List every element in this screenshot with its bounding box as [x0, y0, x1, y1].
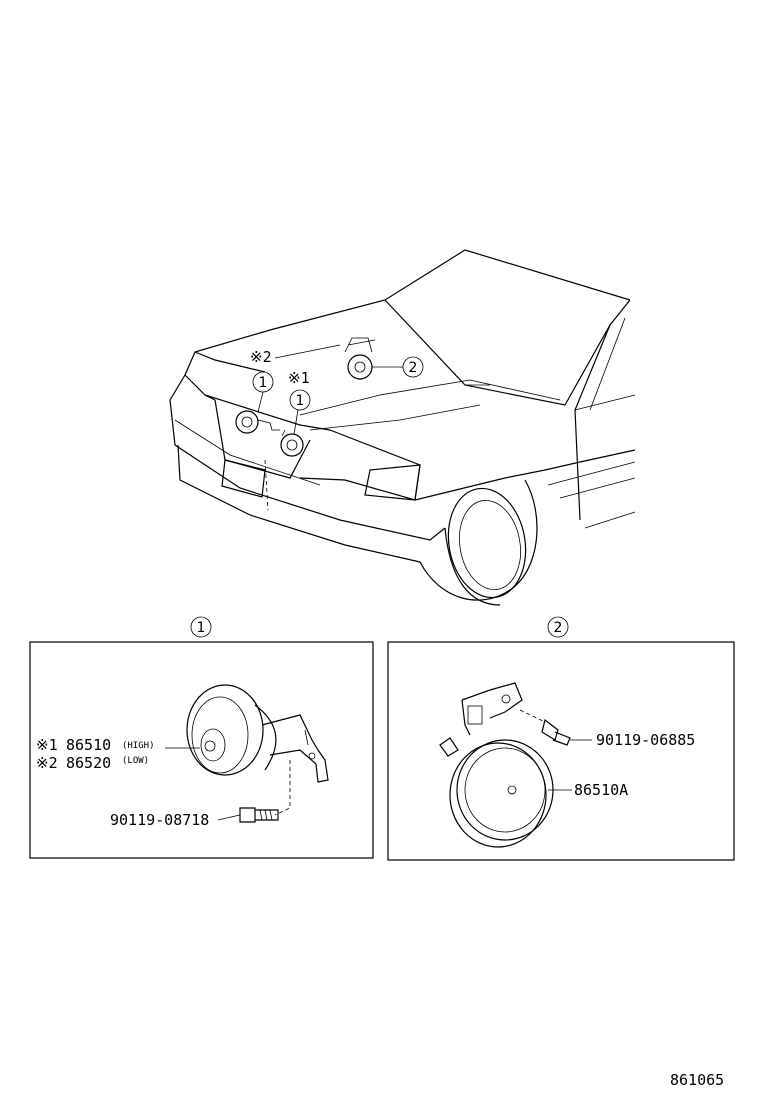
horn-drawing-1: [186, 684, 329, 823]
part-high-note: ※1: [36, 736, 58, 754]
panel-2-heading: 2: [554, 620, 563, 636]
figure-number: 861065: [670, 1071, 724, 1089]
note-2-label: ※2: [250, 348, 272, 366]
note-1-label: ※1: [288, 369, 310, 387]
callout-1-right-label: 1: [296, 393, 305, 409]
horn-drawing-2: [439, 682, 571, 848]
callout-1-left-label: 1: [259, 375, 268, 391]
detail-panel-1: 1 ※1 86510 (HIGH) ※2 86520 (LOW) 90119-0…: [29, 616, 374, 859]
detail-panel-2: 2 90119-06885 86510A: [387, 616, 735, 861]
car-illustration: [169, 249, 636, 606]
horn-2-number: 86510A: [574, 781, 628, 799]
part-high-number: 86510: [66, 736, 111, 754]
part-low-note: ※2: [36, 754, 58, 772]
part-low-number: 86520: [66, 754, 111, 772]
callout-group-car: ※2 2 1 ※1 1: [250, 344, 424, 435]
callout-2-label: 2: [409, 360, 418, 376]
panel-1-heading: 1: [197, 620, 206, 636]
bolt-2-number: 90119-06885: [596, 731, 695, 749]
part-low-tag: (LOW): [122, 756, 149, 766]
bolt-1-number: 90119-08718: [110, 811, 209, 829]
part-high-tag: (HIGH): [122, 741, 155, 751]
callout-circle-1-right: [289, 389, 311, 411]
